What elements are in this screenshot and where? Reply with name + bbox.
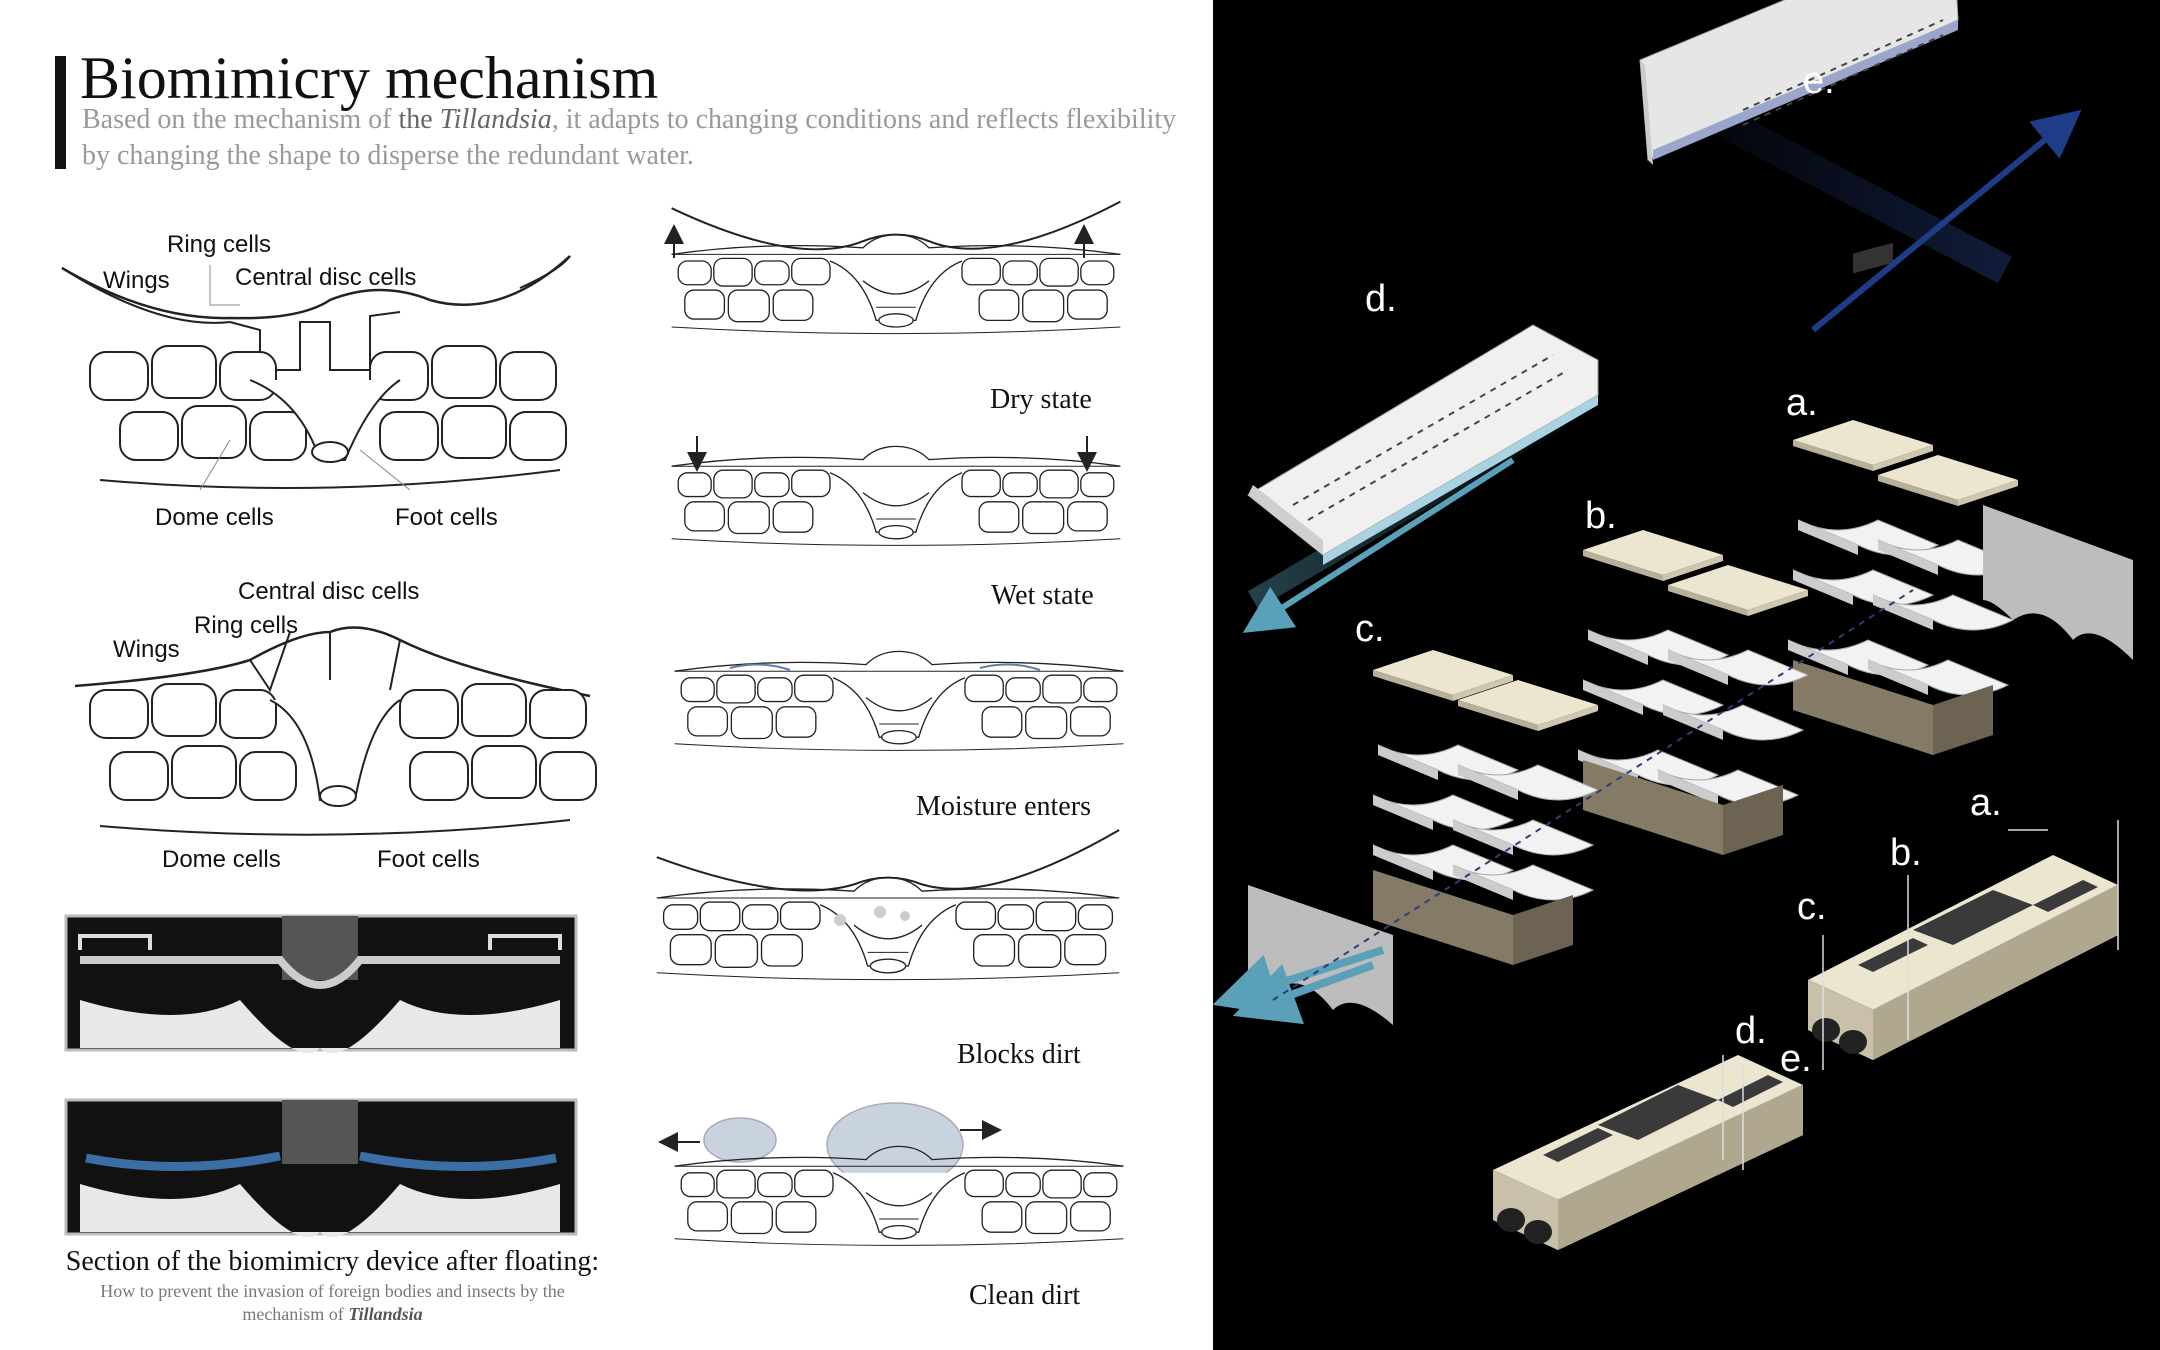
label-foot-cells-bottom: Foot cells [377, 846, 480, 873]
label-wet-state: Wet state [991, 580, 1094, 611]
label-dry-state: Dry state [990, 384, 1092, 415]
device-caption-sub-part2: mechanism of [242, 1304, 344, 1324]
label-dome-cells-bottom: Dome cells [162, 846, 281, 873]
label-a-assembled: a. [1970, 782, 2002, 824]
subtitle-part1: Based on the mechanism of [82, 104, 392, 135]
stack-a [1787, 242, 2133, 755]
label-central-disc-bottom: Central disc cells [238, 578, 420, 605]
label-wings-bottom: Wings [113, 636, 180, 663]
device-caption-title: Section of the biomimicry device after f… [65, 1246, 600, 1277]
label-e-tray: e. [1803, 60, 1835, 102]
left-panel: Biomimicry mechanism Based on the mechan… [55, 45, 1192, 1326]
tray-e [1636, 0, 2012, 284]
device-section-render-1 [64, 914, 578, 1054]
subtitle-the: the [398, 104, 433, 135]
label-d-tray: d. [1365, 278, 1397, 320]
label-dome-cells-top: Dome cells [155, 504, 274, 531]
page-title: Biomimicry mechanism [80, 45, 659, 111]
exploded-view-drawing [1213, 0, 2133, 1250]
anatomy-diagram-bottom [74, 626, 597, 836]
label-blocks-dirt: Blocks dirt [957, 1039, 1081, 1070]
page-subtitle: Based on the mechanism of the Tillandsia… [82, 102, 1192, 174]
label-a-stack: a. [1786, 382, 1818, 424]
state-wet-diagram [670, 436, 1122, 547]
label-moisture-enters: Moisture enters [916, 791, 1091, 822]
device-caption-sub-part1: How to prevent the invasion of foreign b… [100, 1281, 565, 1301]
stack-c [1248, 650, 1599, 1025]
state-dry-diagram [664, 200, 1122, 335]
label-b-stack: b. [1585, 495, 1617, 537]
right-panel-exploded-view: e. d. a. b. c. a. b. c. d. e. [1213, 0, 2160, 1350]
device-caption-sub: How to prevent the invasion of foreign b… [60, 1280, 605, 1326]
state-clean-diagram [658, 1102, 1125, 1247]
label-foot-cells-top: Foot cells [395, 504, 498, 531]
assembled-block-upper [1807, 855, 2119, 1060]
label-c-stack: c. [1355, 608, 1385, 650]
label-ring-cells-bottom: Ring cells [194, 612, 299, 639]
label-e-assembled: e. [1780, 1038, 1812, 1080]
anatomy-diagram-top [61, 255, 571, 491]
assembled-block-lower [1492, 1055, 1804, 1250]
device-section-render-2 [64, 1098, 578, 1238]
state-blocks-diagram [656, 829, 1120, 981]
device-caption-species: Tillandsia [348, 1304, 423, 1324]
subtitle-species: Tillandsia [439, 104, 552, 135]
stack-b [1577, 530, 1809, 855]
label-c-assembled: c. [1797, 886, 1827, 928]
state-moisture-diagram [673, 650, 1125, 752]
label-ring-cells-top: Ring cells [167, 231, 272, 258]
title-accent-bar [55, 56, 66, 169]
label-b-assembled: b. [1890, 832, 1922, 874]
label-d-assembled: d. [1735, 1010, 1767, 1052]
label-wings-top: Wings [103, 267, 170, 294]
label-central-disc-top: Central disc cells [235, 264, 417, 291]
label-clean-dirt: Clean dirt [969, 1280, 1081, 1311]
subtitle-part2: , it adapts to changing conditions and r… [82, 104, 1177, 171]
tray-d [1247, 324, 1599, 609]
diagrams-layer [61, 200, 1125, 1247]
